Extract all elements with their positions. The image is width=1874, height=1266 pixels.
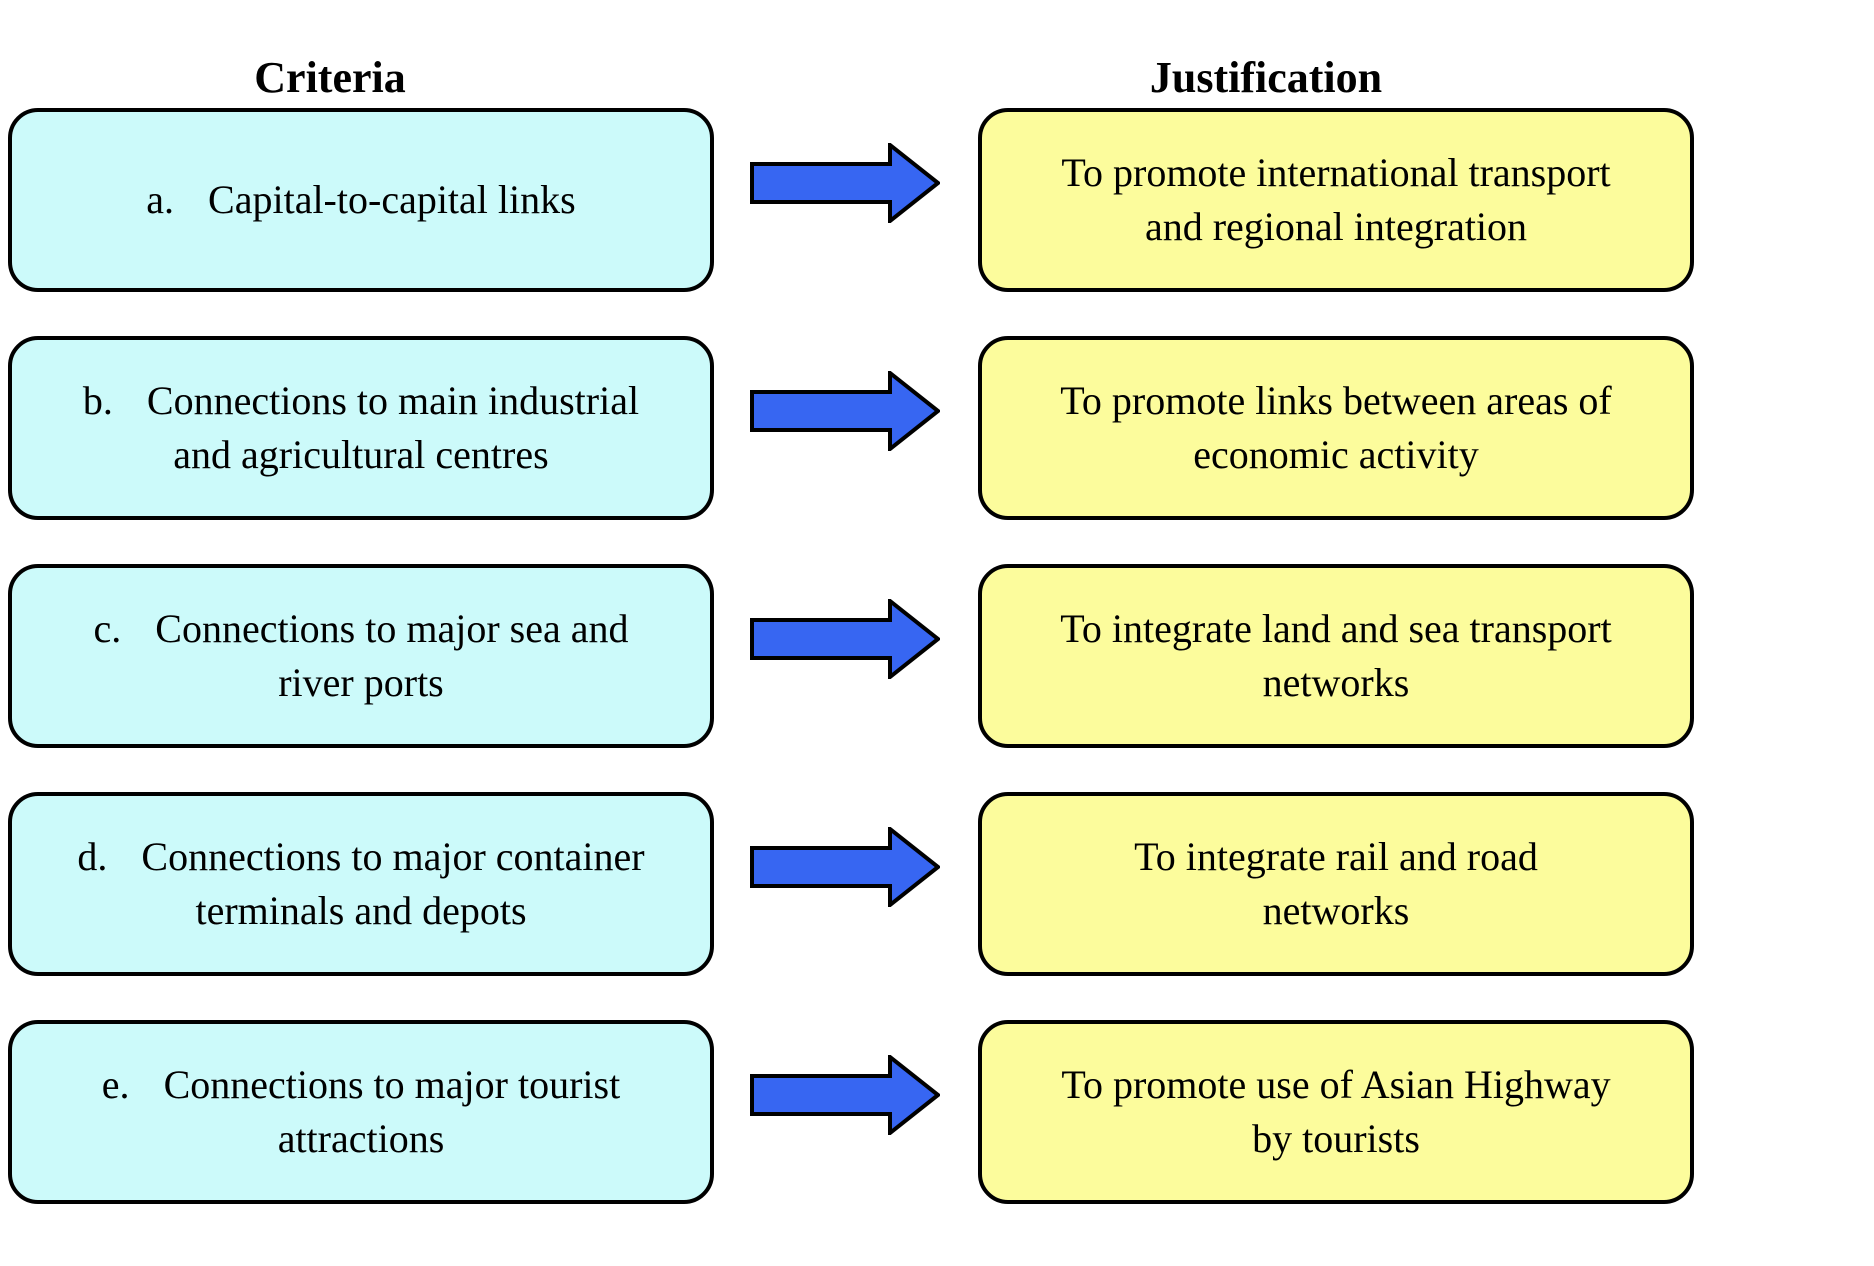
criteria-box: b. Connections to main industrial and agr… bbox=[8, 336, 714, 520]
arrow-right-icon bbox=[750, 827, 940, 907]
justification-box: To promote use of Asian Highway by touri… bbox=[978, 1020, 1694, 1204]
criteria-box: d. Connections to major container termina… bbox=[8, 792, 714, 976]
criteria-item-lines: Connections to major container terminals… bbox=[141, 834, 645, 933]
justification-box: To promote links between areas of econom… bbox=[978, 336, 1694, 520]
criteria-item-lines: Connections to main industrial and agric… bbox=[146, 378, 640, 477]
criteria-item-lines: Connections to major sea and river ports bbox=[155, 606, 629, 705]
arrow-right-icon bbox=[750, 1055, 940, 1135]
arrow-right-icon bbox=[750, 143, 940, 223]
criteria-item-lines: Connections to major tourist attractions bbox=[163, 1062, 621, 1161]
criteria-item-label: e. bbox=[101, 1062, 130, 1107]
justification-text: To integrate land and sea transport netw… bbox=[1060, 606, 1612, 705]
criteria-text: d. Connections to major container termina… bbox=[49, 830, 672, 938]
criteria-item-label: d. bbox=[77, 834, 108, 879]
mapping-row: b. Connections to main industrial and agr… bbox=[0, 336, 1874, 520]
mapping-row: e. Connections to major tourist attractio… bbox=[0, 1020, 1874, 1204]
criteria-item-lines: Capital-to-capital links bbox=[208, 177, 576, 222]
justification-text: To promote use of Asian Highway by touri… bbox=[1061, 1062, 1611, 1161]
criteria-text: b. Connections to main industrial and agr… bbox=[55, 374, 667, 482]
justification-text: To promote links between areas of econom… bbox=[1060, 378, 1612, 477]
justification-text: To promote international transport and r… bbox=[1061, 150, 1611, 249]
justification-box: To integrate rail and road networks bbox=[978, 792, 1694, 976]
criteria-box: e. Connections to major tourist attractio… bbox=[8, 1020, 714, 1204]
criteria-column-header: Criteria bbox=[254, 53, 406, 102]
justification-box: To integrate land and sea transport netw… bbox=[978, 564, 1694, 748]
arrow-right-icon bbox=[750, 371, 940, 451]
criteria-box: c. Connections to major sea and river por… bbox=[8, 564, 714, 748]
justification-text: To integrate rail and road networks bbox=[1134, 834, 1538, 933]
mapping-row: a. Capital-to-capital links To promote in… bbox=[0, 108, 1874, 292]
criteria-text: c. Connections to major sea and river por… bbox=[66, 602, 657, 710]
criteria-item-label: c. bbox=[93, 606, 122, 651]
criteria-item-label: b. bbox=[82, 378, 113, 423]
justification-column-header: Justification bbox=[1149, 53, 1383, 102]
criteria-text: e. Connections to major tourist attractio… bbox=[74, 1058, 648, 1166]
arrow-right-icon bbox=[750, 599, 940, 679]
mapping-row: c. Connections to major sea and river por… bbox=[0, 564, 1874, 748]
criteria-text: a. Capital-to-capital links bbox=[118, 173, 603, 227]
criteria-item-label: a. bbox=[146, 177, 175, 222]
criteria-box: a. Capital-to-capital links bbox=[8, 108, 714, 292]
mapping-row: d. Connections to major container termina… bbox=[0, 792, 1874, 976]
justification-box: To promote international transport and r… bbox=[978, 108, 1694, 292]
